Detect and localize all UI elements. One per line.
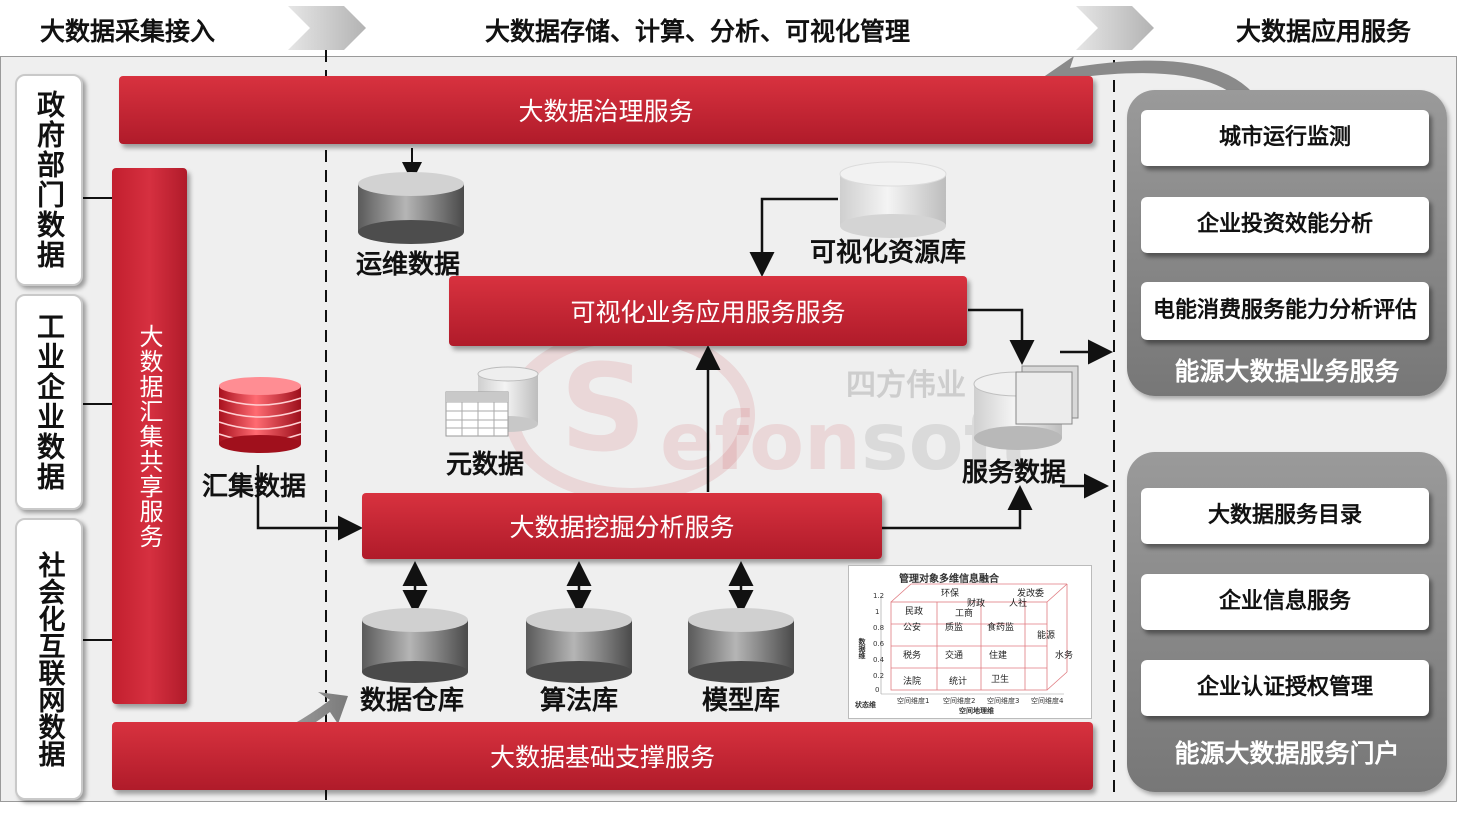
- figure-cell: 法院: [903, 677, 922, 687]
- source-card-label: 社会化互联网数据: [33, 551, 65, 767]
- phase-title-process: 大数据存储、计算、分析、可视化管理: [485, 17, 911, 46]
- source-card-government[interactable]: 政府部门数据: [15, 74, 83, 286]
- figure-grid-icon: [880, 583, 1068, 695]
- figure-cell: 交通: [945, 651, 964, 661]
- figure-cell: 能源: [1037, 631, 1056, 641]
- phase-chevron-1-icon: [288, 6, 366, 50]
- mining-service-bar[interactable]: 大数据挖掘分析服务: [362, 493, 882, 559]
- bar-label: 大数据挖掘分析服务: [509, 513, 735, 542]
- governance-service-bar[interactable]: 大数据治理服务: [119, 76, 1093, 144]
- energy-business-service-group: 城市运行监测 企业投资效能分析 电能消费服务能力分析评估 能源大数据业务服务: [1127, 90, 1447, 396]
- figure-cell: 环保: [941, 589, 960, 599]
- figure-cell: 民政: [905, 607, 924, 617]
- ops-database-icon: [358, 172, 464, 244]
- figure-y-tick: 0.8: [873, 624, 885, 632]
- watermark-s-letter: S: [560, 340, 647, 479]
- figure-cell: 统计: [949, 677, 968, 687]
- bar-label: 大数据汇集共享服务: [135, 323, 163, 549]
- figure-z-label: 状态维: [855, 701, 876, 709]
- bar-label: 可视化业务应用服务服务: [570, 298, 846, 327]
- source-card-industry[interactable]: 工业企业数据: [15, 294, 83, 510]
- algorithm-label: 算法库: [540, 686, 619, 716]
- figure-cell: 税务: [903, 651, 922, 661]
- source-card-label: 政府部门数据: [33, 90, 66, 270]
- phase-title-collect: 大数据采集接入: [40, 17, 216, 46]
- model-label: 模型库: [702, 686, 781, 716]
- visual-app-service-bar[interactable]: 可视化业务应用服务服务: [449, 276, 967, 346]
- figure-y-tick: 0.2: [873, 672, 885, 680]
- source-card-label: 工业企业数据: [33, 312, 66, 492]
- figure-y-tick: 1.2: [873, 592, 885, 600]
- figure-cell: 发改委: [1017, 589, 1045, 599]
- phase-chevron-2-icon: [1076, 6, 1154, 50]
- metadata-label: 元数据: [446, 450, 525, 480]
- figure-x-tick: 空间维度2: [943, 697, 976, 705]
- service-item-investment-analysis[interactable]: 企业投资效能分析: [1141, 197, 1429, 253]
- aggregated-data-label: 汇集数据: [202, 472, 307, 502]
- figure-y-tick: 1: [875, 608, 880, 616]
- model-database-icon: [688, 608, 794, 683]
- figure-cell: 质监: [945, 623, 964, 633]
- figure-y-tick: 0: [875, 686, 880, 694]
- warehouse-database-icon: [362, 608, 468, 683]
- bar-label: 大数据基础支撑服务: [489, 743, 715, 772]
- visual-resource-label: 可视化资源库: [810, 238, 967, 268]
- figure-cell: 水务: [1055, 651, 1074, 661]
- service-item-power-consumption[interactable]: 电能消费服务能力分析评估: [1141, 282, 1429, 340]
- energy-portal-service-group: 大数据服务目录 企业信息服务 企业认证授权管理 能源大数据服务门户: [1127, 452, 1447, 792]
- service-data-label: 服务数据: [962, 458, 1067, 488]
- figure-x-tick: 空间维度1: [897, 697, 930, 705]
- figure-cell: 工商: [955, 609, 974, 619]
- ops-data-label: 运维数据: [356, 250, 461, 280]
- source-card-internet[interactable]: 社会化互联网数据: [15, 518, 83, 800]
- figure-y-tick: 0.4: [873, 656, 885, 664]
- figure-cell: 住建: [989, 651, 1008, 661]
- visual-resource-database-icon: [839, 161, 947, 238]
- algorithm-database-icon: [526, 608, 632, 683]
- service-item-catalog[interactable]: 大数据服务目录: [1141, 488, 1429, 544]
- figure-x-tick: 空间维度3: [987, 697, 1020, 705]
- bar-label: 大数据治理服务: [518, 97, 694, 126]
- figure-cell: 卫生: [991, 675, 1010, 685]
- figure-y-label: 数据维: [858, 638, 866, 659]
- group-title-energy-portal: 能源大数据服务门户: [1174, 739, 1400, 768]
- foundation-service-bar[interactable]: 大数据基础支撑服务: [112, 722, 1093, 790]
- service-item-city-monitoring[interactable]: 城市运行监测: [1141, 110, 1429, 166]
- phase-title-apply: 大数据应用服务: [1236, 17, 1412, 46]
- multidimensional-fusion-figure: 管理对象多维信息融合 环保 发改委 民政 财政 工商 人社 公安 质监 食药监 …: [848, 565, 1092, 719]
- figure-title: 管理对象多维信息融合: [899, 574, 999, 585]
- figure-x-label: 空间地理维: [959, 707, 994, 715]
- aggregated-database-icon: [218, 377, 302, 453]
- figure-y-tick: 0.6: [873, 640, 885, 648]
- service-item-enterprise-info[interactable]: 企业信息服务: [1141, 574, 1429, 630]
- service-item-auth-management[interactable]: 企业认证授权管理: [1141, 660, 1429, 716]
- aggregation-service-bar[interactable]: 大数据汇集共享服务: [112, 168, 187, 704]
- metadata-table-icon: [445, 366, 539, 437]
- figure-cell: 人社: [1009, 599, 1028, 609]
- figure-x-tick: 空间维度4: [1031, 697, 1064, 705]
- watermark-brand-cn: 四方伟业: [846, 368, 966, 403]
- warehouse-label: 数据仓库: [360, 686, 465, 716]
- service-database-icon: [973, 365, 1079, 450]
- figure-cell: 财政: [967, 599, 986, 609]
- figure-cell: 食药监: [987, 623, 1015, 633]
- figure-cell: 公安: [903, 623, 922, 633]
- group-title-energy-business: 能源大数据业务服务: [1174, 357, 1400, 386]
